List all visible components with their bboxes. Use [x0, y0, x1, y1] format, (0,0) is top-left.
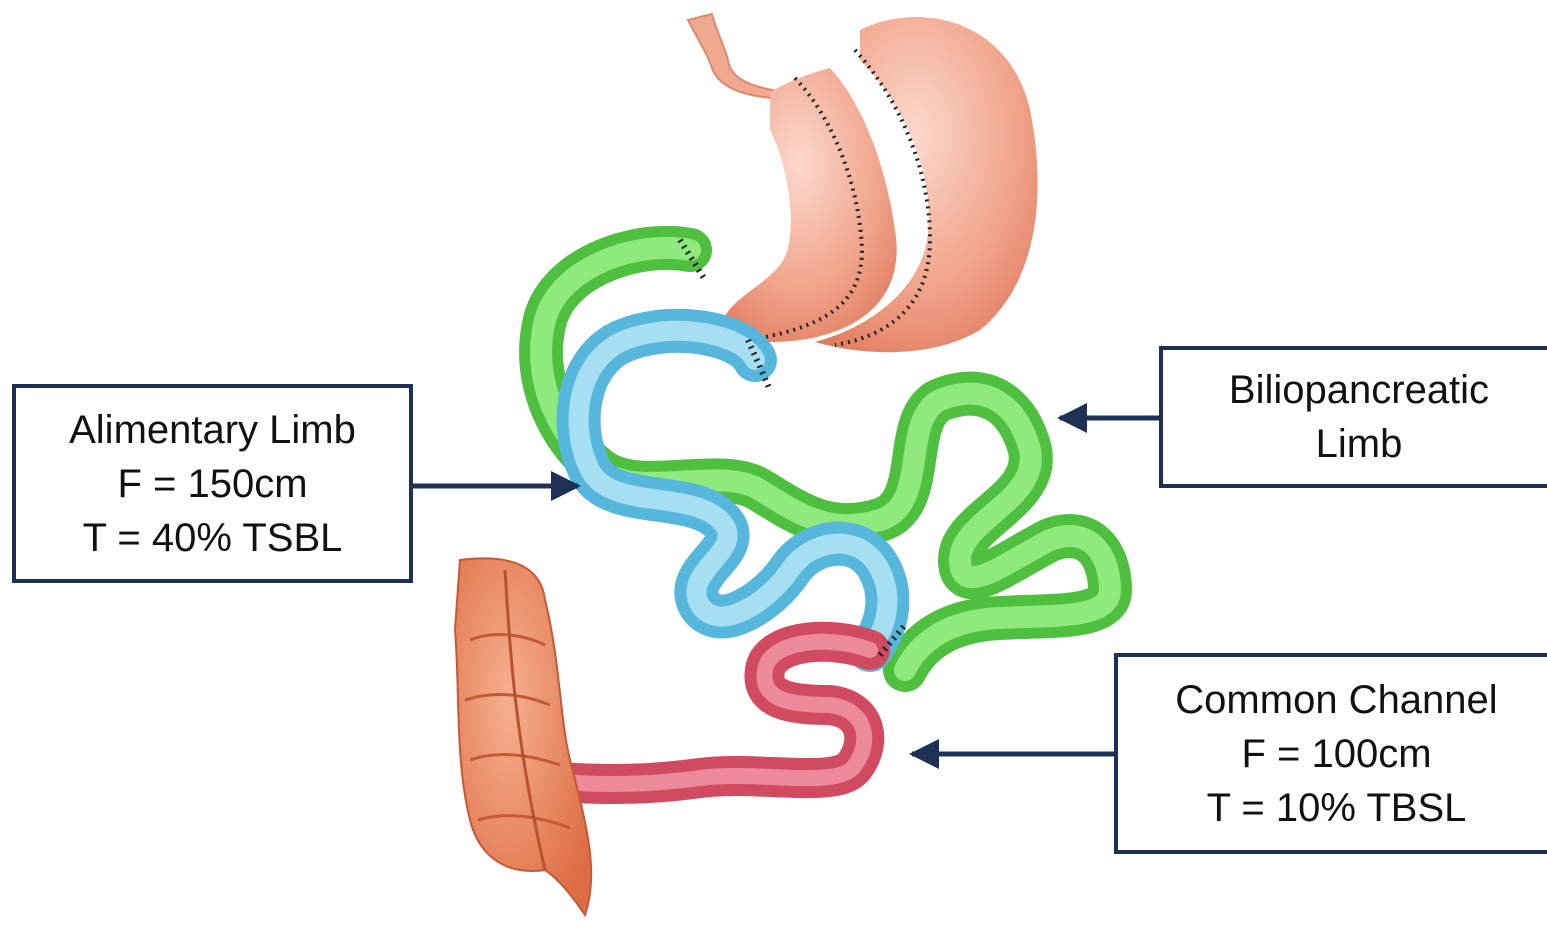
common-channel-label: Common Channel F = 100cm T = 10% TBSL [1114, 653, 1547, 854]
colon [455, 558, 591, 915]
biliopancreatic-limb-label: Biliopancreatic Limb [1159, 346, 1547, 488]
common-channel-title: Common Channel [1118, 673, 1547, 727]
common-channel [560, 642, 870, 784]
alimentary-limb-label: Alimentary Limb F = 150cm T = 40% TSBL [12, 384, 413, 583]
alimentary-limb-title: Alimentary Limb [16, 403, 409, 457]
biliopancreatic-limb-title-2: Limb [1163, 417, 1547, 471]
alimentary-limb-percent: T = 40% TSBL [16, 511, 409, 565]
biliopancreatic-limb-title-1: Biliopancreatic [1163, 363, 1547, 417]
common-channel-percent: T = 10% TBSL [1118, 781, 1547, 835]
esophagus [688, 14, 785, 98]
gastric-pouch [720, 68, 897, 342]
common-channel-length: F = 100cm [1118, 727, 1547, 781]
alimentary-limb-length: F = 150cm [16, 457, 409, 511]
